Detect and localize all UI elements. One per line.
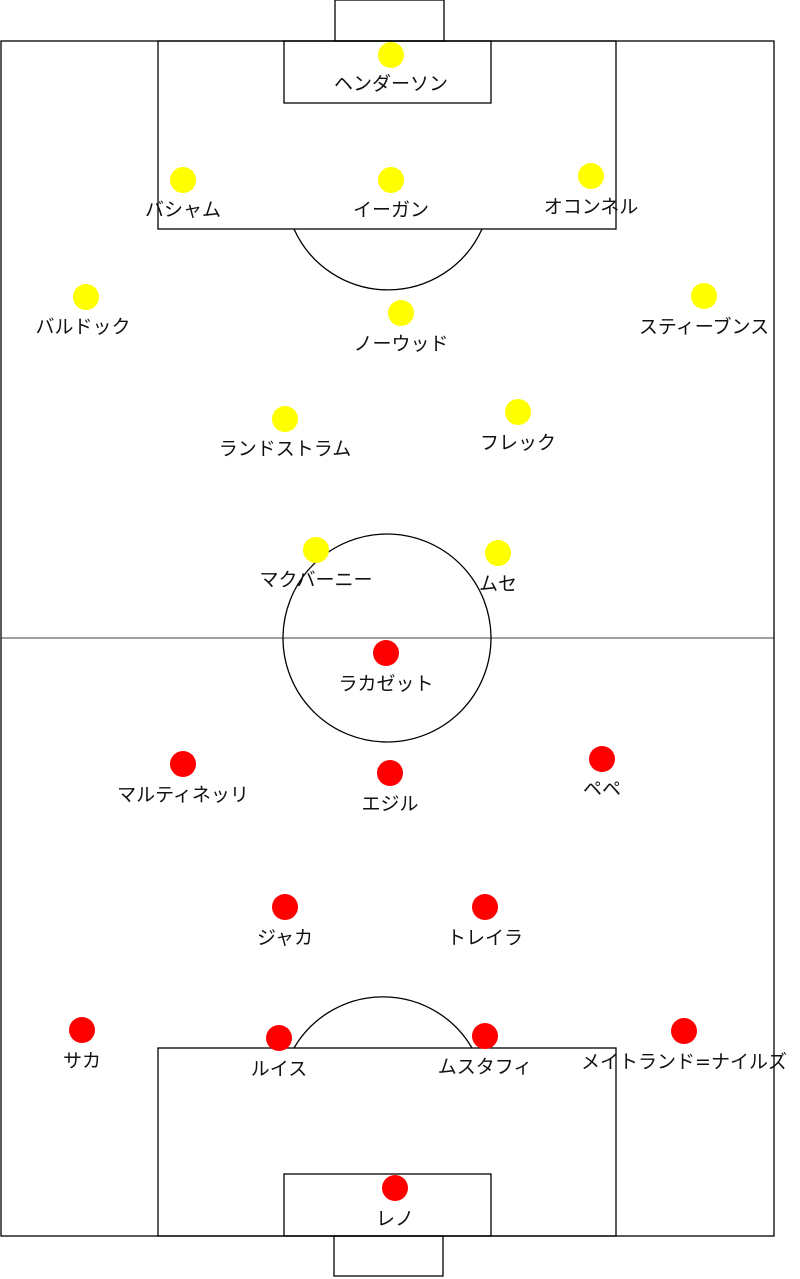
red-player: ルイス	[251, 1025, 307, 1080]
yellow-player: バシャム	[145, 167, 221, 221]
top-penalty-arc	[293, 228, 483, 291]
yellow-player: ランドストラム	[219, 406, 351, 460]
player-name: ムスタフィ	[438, 1056, 533, 1078]
player-name: スティーブンス	[639, 315, 769, 338]
red-player: ジャカ	[257, 894, 313, 949]
red-player: レノ	[376, 1175, 414, 1230]
player-marker	[505, 399, 531, 425]
player-name: バシャム	[145, 199, 221, 221]
player-marker	[377, 760, 403, 786]
bottom-penalty-arc	[293, 996, 473, 1049]
red-player: トレイラ	[447, 894, 523, 949]
player-marker	[691, 283, 717, 309]
player-name: オコンネル	[544, 196, 639, 218]
player-marker	[578, 163, 604, 189]
player-marker	[388, 300, 414, 326]
player-name: マルティネッリ	[117, 784, 249, 806]
player-marker	[266, 1025, 292, 1051]
player-name: イーガン	[353, 199, 429, 221]
player-name: エジル	[361, 793, 418, 815]
player-name: ランドストラム	[219, 438, 351, 460]
player-name: ルイス	[251, 1058, 307, 1080]
red-player: サカ	[63, 1017, 101, 1072]
player-marker	[272, 406, 298, 432]
player-marker	[472, 1023, 498, 1049]
center-circle	[282, 533, 492, 743]
yellow-player: バルドック	[35, 284, 131, 338]
player-marker	[472, 894, 498, 920]
red-player: ムスタフィ	[438, 1023, 533, 1078]
player-name: レノ	[376, 1208, 414, 1230]
player-marker	[73, 284, 99, 310]
player-marker	[69, 1017, 95, 1043]
player-marker	[378, 167, 404, 193]
player-marker	[170, 751, 196, 777]
player-marker	[378, 42, 404, 68]
player-name: ジャカ	[257, 927, 313, 949]
player-marker	[589, 746, 615, 772]
player-name: ムセ	[479, 573, 517, 595]
red-player: ペペ	[583, 746, 621, 800]
red-player: エジル	[361, 760, 419, 815]
yellow-player: マクバーニー	[259, 537, 373, 591]
bottom-goal	[333, 1235, 444, 1277]
yellow-player: ヘンダーソン	[334, 42, 448, 95]
player-name: メイトランド=ナイルズ	[581, 1051, 787, 1073]
player-name: ヘンダーソン	[334, 73, 448, 95]
yellow-player: ノーウッド	[353, 300, 449, 355]
top-goal	[334, 0, 445, 42]
player-marker	[303, 537, 329, 563]
yellow-player: スティーブンス	[639, 283, 769, 338]
player-name: トレイラ	[447, 927, 523, 949]
player-name: ラカゼット	[338, 673, 433, 695]
player-name: フレック	[480, 432, 556, 454]
player-marker	[170, 167, 196, 193]
yellow-player: フレック	[480, 399, 556, 454]
yellow-player: イーガン	[353, 167, 429, 221]
player-marker	[485, 540, 511, 566]
player-marker	[382, 1175, 408, 1201]
player-name: ノーウッド	[353, 333, 448, 355]
yellow-player: ムセ	[479, 540, 517, 595]
player-name: ペペ	[583, 778, 621, 800]
player-marker	[373, 640, 399, 666]
player-name: マクバーニー	[259, 569, 372, 591]
player-name: バルドック	[35, 316, 130, 338]
yellow-player: オコンネル	[544, 163, 639, 218]
top-goal-area	[283, 40, 492, 104]
red-player: マルティネッリ	[117, 751, 249, 806]
red-player: メイトランド=ナイルズ	[581, 1018, 787, 1073]
red-player: ラカゼット	[338, 640, 434, 695]
player-marker	[272, 894, 298, 920]
player-name: サカ	[63, 1050, 101, 1072]
player-marker	[671, 1018, 697, 1044]
